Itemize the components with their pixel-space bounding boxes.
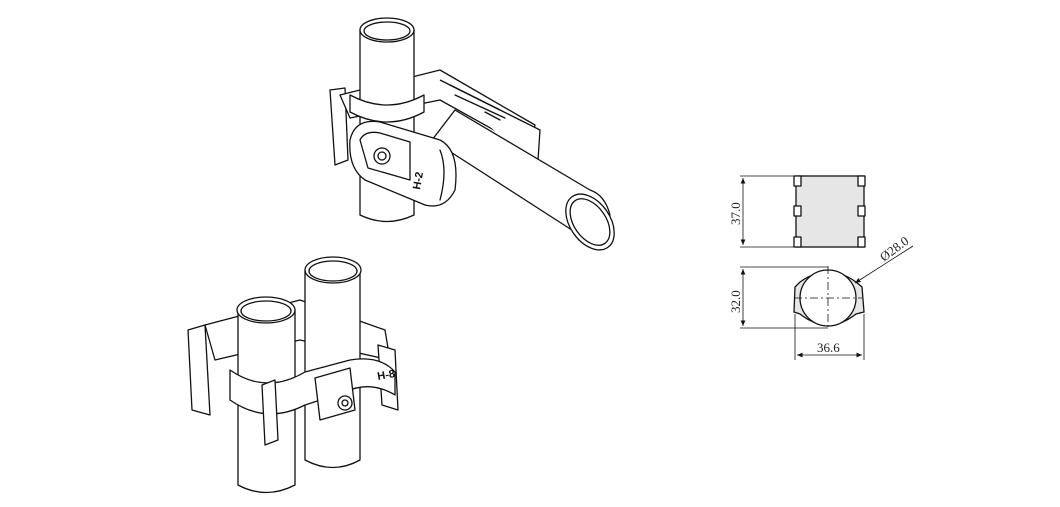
dimension-height: 37.0 — [728, 202, 743, 225]
dimension-outer-diameter: 32.0 — [728, 290, 743, 313]
part-label-bottom: H-8 — [376, 368, 396, 383]
joint-assembly-bottom: H-8 — [187, 256, 399, 494]
dimension-inner-diameter: Ø28.0 — [877, 233, 912, 264]
side-view: 37.0 — [728, 175, 866, 248]
part-label-top: H-2 — [411, 171, 426, 191]
dimension-width: 36.6 — [817, 340, 840, 355]
joint-assembly-top: H-2 — [329, 17, 615, 251]
plan-view: 32.0 36.6 Ø28.0 — [728, 233, 914, 360]
